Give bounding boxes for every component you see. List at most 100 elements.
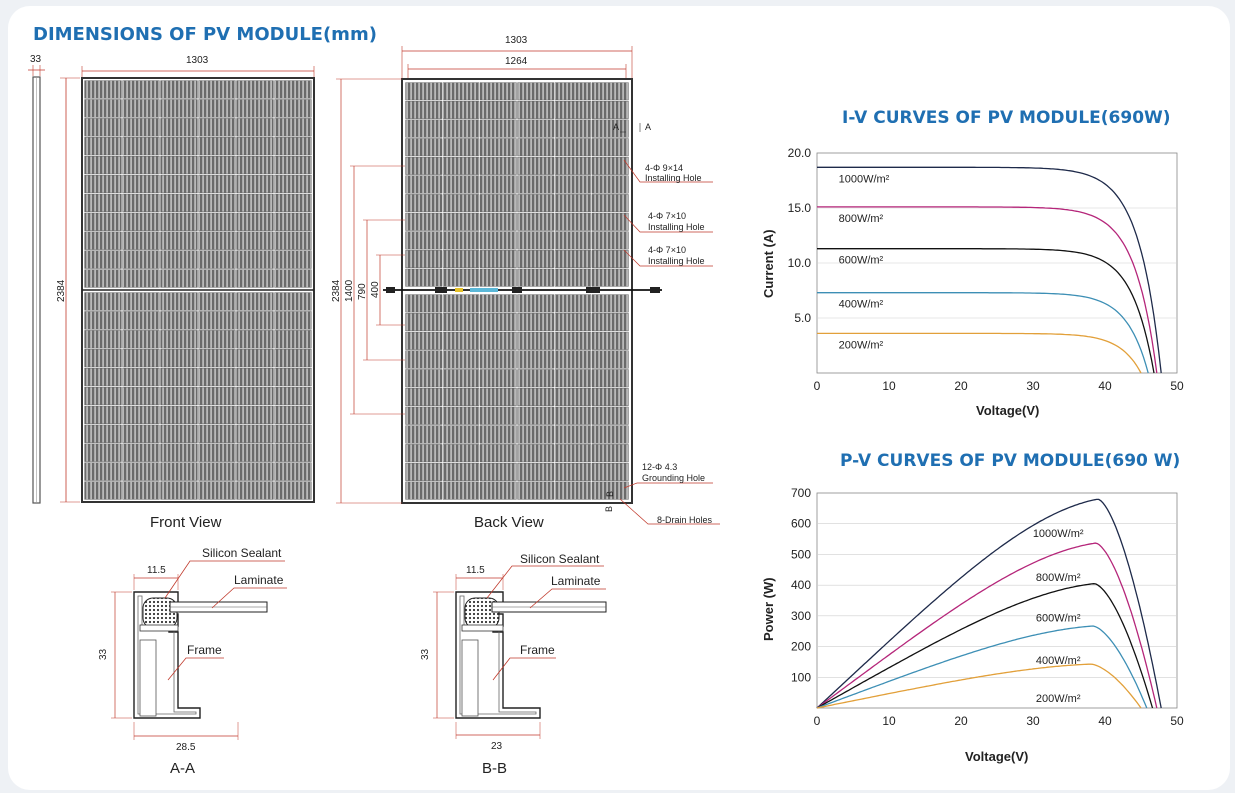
solar-cell	[480, 82, 517, 101]
solar-cell	[84, 156, 122, 175]
solar-cell	[198, 156, 236, 175]
iv-xtick: 0	[814, 379, 821, 393]
side-width-label: 33	[30, 54, 42, 65]
solar-cell	[274, 212, 312, 231]
junction-box-left	[435, 287, 447, 293]
solar-cell	[480, 388, 517, 406]
solar-cell	[122, 330, 160, 349]
a-frame-label: Frame	[187, 643, 222, 657]
solar-cell	[442, 231, 480, 250]
solar-cell	[122, 118, 160, 137]
solar-cell	[84, 137, 122, 156]
connector-start	[386, 287, 395, 293]
solar-cell	[160, 330, 198, 349]
front-height-label: 2384	[56, 279, 67, 302]
solar-cell	[122, 269, 160, 288]
solar-cell	[122, 212, 160, 231]
solar-cell	[554, 369, 592, 388]
solar-cell	[405, 481, 442, 500]
solar-cell	[405, 212, 442, 231]
pv-plot-area	[816, 492, 1178, 709]
iv-series-line	[817, 332, 1142, 374]
solar-cell	[160, 174, 198, 194]
solar-cell	[480, 268, 517, 287]
junction-box-mid	[512, 287, 522, 293]
solar-cell	[274, 137, 312, 156]
a-laminate-label: Laminate	[234, 573, 284, 587]
solar-cell	[405, 175, 442, 194]
solar-cell	[274, 405, 312, 424]
solar-cell	[160, 424, 198, 443]
solar-cell	[592, 268, 629, 287]
solar-cell	[160, 405, 198, 424]
solar-cell	[480, 250, 517, 268]
pv-series-label: 600W/m²	[1036, 613, 1081, 625]
solar-cell	[84, 269, 122, 288]
solar-cell	[84, 330, 122, 349]
solar-cell	[84, 424, 122, 443]
solar-cell	[554, 388, 592, 406]
iv-xtick: 40	[1098, 379, 1112, 393]
solar-cell	[554, 212, 592, 231]
solar-cell	[442, 138, 480, 157]
solar-cell	[554, 425, 592, 444]
solar-cell	[480, 119, 517, 138]
solar-cell	[84, 193, 122, 212]
solar-cell	[198, 368, 236, 387]
solar-cell	[554, 231, 592, 250]
solar-cell	[517, 294, 554, 313]
solar-cell	[442, 119, 480, 138]
pv-xtick: 0	[814, 714, 821, 728]
iv-xlabel: Voltage(V)	[976, 403, 1039, 418]
solar-cell	[517, 101, 554, 119]
solar-cell	[442, 313, 480, 332]
pv-series-label: 800W/m²	[1036, 572, 1081, 584]
dim-1400-label: 1400	[344, 279, 355, 302]
solar-cell	[442, 212, 480, 231]
solar-cell	[198, 405, 236, 424]
solar-cell	[442, 481, 480, 500]
solar-cell	[160, 462, 198, 481]
solar-cell	[442, 406, 480, 425]
solar-cell	[405, 331, 442, 350]
solar-cell	[160, 118, 198, 137]
dim-400-label: 400	[370, 281, 381, 298]
solar-cell	[122, 386, 160, 406]
solar-cell	[405, 101, 442, 119]
solar-cell	[84, 292, 122, 311]
solar-cell	[160, 368, 198, 387]
solar-cell	[198, 212, 236, 231]
solar-cell	[442, 175, 480, 194]
solar-cell	[274, 174, 312, 194]
solar-cell	[554, 119, 592, 138]
solar-cell	[442, 194, 480, 213]
pv-xtick: 40	[1098, 714, 1112, 728]
hole1-spec: 4-Φ 9×14	[645, 163, 683, 173]
solar-cell	[84, 250, 122, 269]
solar-cell	[198, 481, 236, 500]
iv-series-line	[817, 206, 1158, 374]
solar-cell	[517, 194, 554, 213]
solar-cell	[592, 82, 629, 101]
solar-cell	[160, 349, 198, 368]
solar-cell	[592, 388, 629, 406]
iv-xtick: 30	[1026, 379, 1040, 393]
solar-cell	[274, 80, 312, 99]
solar-cell	[405, 156, 442, 175]
iv-series-line	[817, 292, 1149, 374]
iv-series-label: 400W/m²	[839, 299, 884, 311]
section-a-a: Silicon Sealant Laminate Frame 11.5 33 2…	[98, 546, 287, 777]
solar-cell	[274, 462, 312, 481]
solar-cell	[592, 175, 629, 194]
solar-cell	[122, 481, 160, 500]
solar-cell	[198, 118, 236, 137]
solar-cell	[405, 406, 442, 425]
solar-cell	[517, 462, 554, 481]
solar-cell	[517, 119, 554, 138]
solar-cell	[160, 212, 198, 231]
solar-cell	[274, 250, 312, 269]
solar-cell	[160, 386, 198, 406]
solar-cell	[160, 481, 198, 500]
section-b-label: B-B	[482, 760, 507, 777]
